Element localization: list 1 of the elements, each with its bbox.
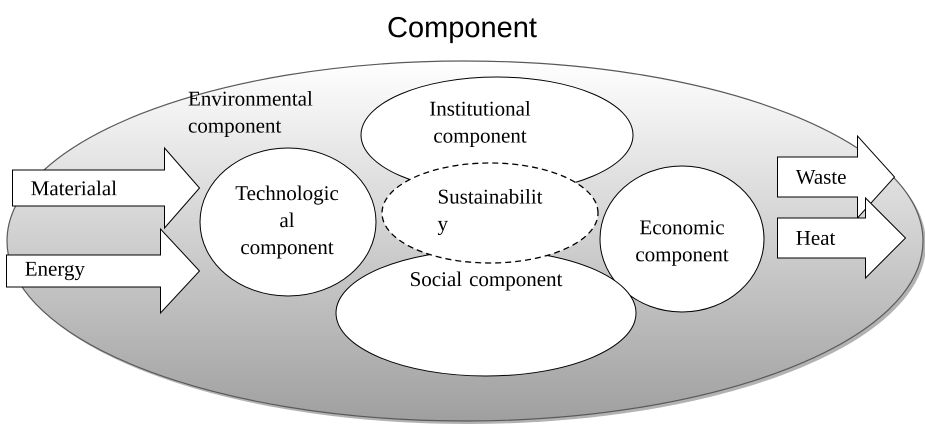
- title: Component: [388, 16, 537, 44]
